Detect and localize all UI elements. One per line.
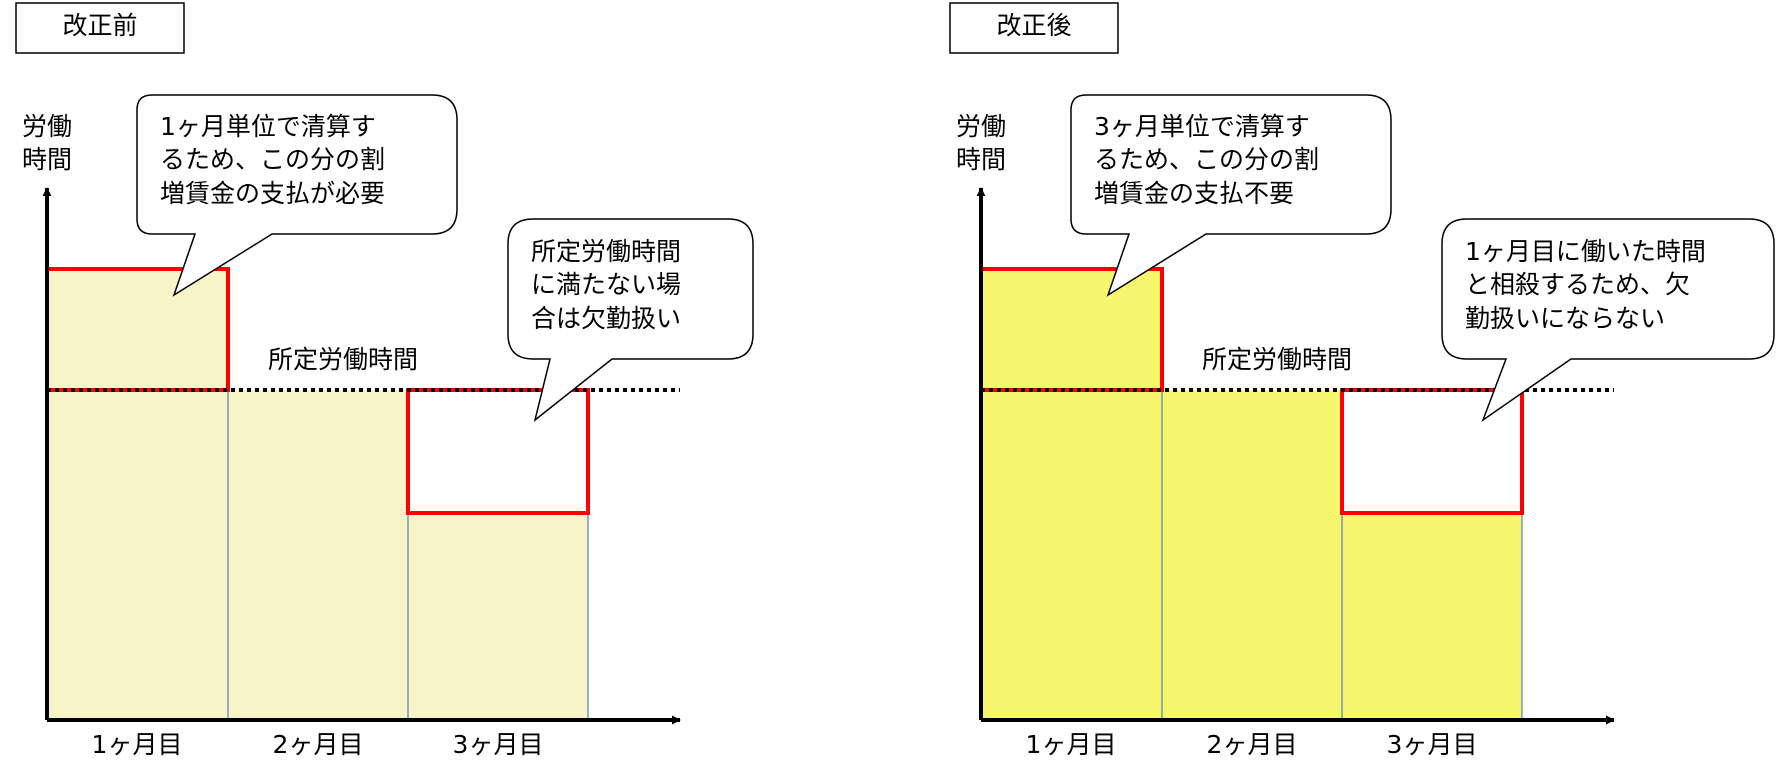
bar-month-2 — [228, 390, 408, 720]
standard-hours-label: 所定労働時間 — [1202, 345, 1352, 374]
callout-text: 1ヶ月単位で清算す — [160, 112, 376, 141]
y-axis-label: 時間 — [22, 145, 72, 174]
callout-text: と相殺するため、欠 — [1465, 270, 1690, 299]
standard-hours-label: 所定労働時間 — [268, 345, 418, 374]
month-label: 2ヶ月目 — [1207, 730, 1298, 759]
panel-title-box — [949, 2, 1119, 54]
panel-title: 改正後 — [996, 11, 1071, 40]
bar-month-1 — [47, 269, 228, 720]
callout-bubble — [136, 94, 458, 297]
bar-month-3 — [1342, 513, 1522, 720]
month-label: 2ヶ月目 — [273, 730, 364, 759]
panel-after: 改正後 労働 時間 所定労働時間 1ヶ月目 2ヶ月目 3ヶ月目 3ヶ月単位で清算… — [949, 2, 1775, 759]
panel-before: 改正前 労働 時間 所定労働時間 1ヶ月目 2ヶ月目 3ヶ月目 1ヶ月単位で清算… — [15, 2, 754, 759]
callout-text: 3ヶ月単位で清算す — [1094, 112, 1310, 141]
callout-bubble — [507, 218, 754, 422]
callout-text: るため、この分の割 — [160, 145, 385, 174]
callout-text: 勤扱いにならない — [1465, 304, 1665, 333]
month-label: 3ヶ月目 — [1387, 730, 1478, 759]
bar-month-3 — [408, 513, 588, 720]
bar-month-2 — [1162, 390, 1342, 720]
month-label: 1ヶ月目 — [92, 730, 183, 759]
callout-text: 所定労働時間 — [531, 237, 681, 266]
y-axis-label: 時間 — [956, 145, 1006, 174]
callout-bubble — [1070, 94, 1392, 297]
callout-text: 増賃金の支払不要 — [1094, 179, 1294, 208]
callout-text: に満たない場 — [531, 270, 681, 299]
callout-text: 1ヶ月目に働いた時間 — [1465, 237, 1706, 266]
month-label: 3ヶ月目 — [453, 730, 544, 759]
callout-text: 増賃金の支払が必要 — [160, 179, 385, 208]
shortfall-outline — [406, 388, 590, 515]
callout-text: るため、この分の割 — [1094, 145, 1319, 174]
y-axis-label: 労働 — [22, 112, 72, 141]
callout-text: 合は欠勤扱い — [531, 304, 681, 333]
panel-title-box — [15, 2, 185, 54]
callout-bubble — [1441, 218, 1775, 422]
bar-month-1 — [981, 269, 1162, 720]
month-label: 1ヶ月目 — [1026, 730, 1117, 759]
panel-title: 改正前 — [62, 11, 137, 40]
y-axis-label: 労働 — [956, 112, 1006, 141]
